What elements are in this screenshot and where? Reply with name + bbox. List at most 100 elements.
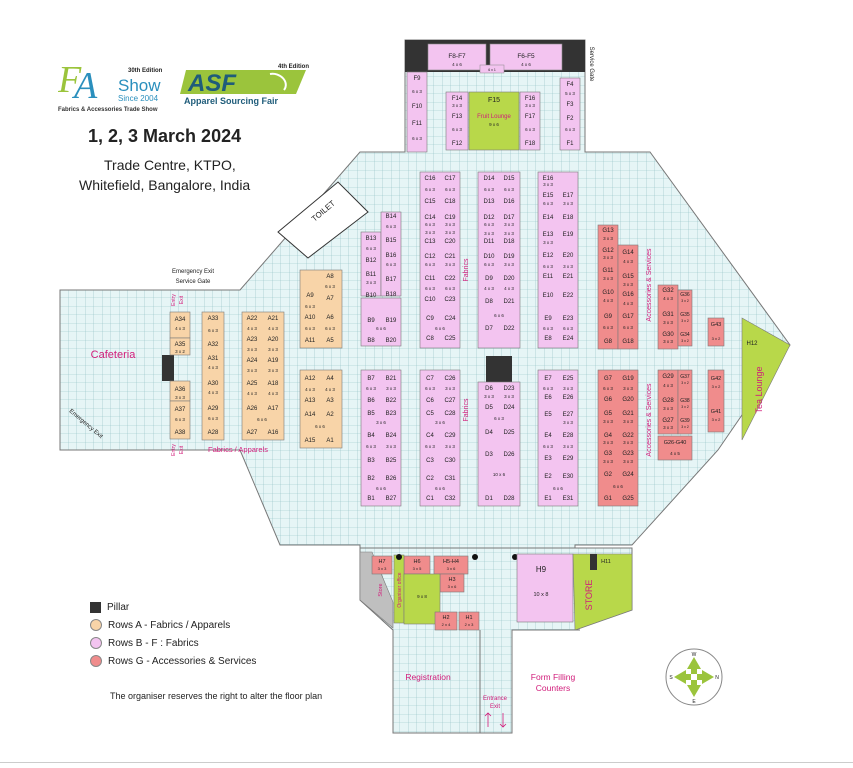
stall-a5-a11[interactable]: [299, 269, 343, 349]
stall-d1-d28[interactable]: [477, 381, 521, 507]
stall-g26-g40[interactable]: [657, 435, 693, 461]
stall-a1-a15[interactable]: [299, 369, 343, 449]
stall-label: 3 x 3: [603, 440, 613, 445]
stall-h2[interactable]: [434, 611, 458, 631]
stall-label: 3 x 3: [525, 103, 535, 108]
stall-label: F16: [525, 96, 536, 102]
stall-label: C13: [424, 239, 436, 245]
stall-label: C8: [426, 336, 434, 342]
stall-label: B11: [366, 272, 377, 278]
stall-label: A15: [305, 438, 316, 444]
stall-label: 3 x 3: [543, 182, 553, 187]
organiser-office-room[interactable]: [403, 573, 441, 625]
stall-label: D11: [484, 239, 495, 245]
stall-label: D16: [503, 199, 515, 205]
entrance-label: Entrance: [483, 696, 508, 702]
stall-label: 3 x 3: [623, 440, 633, 445]
stall-label: F15: [488, 97, 500, 104]
stall-label: 4 x 3: [663, 296, 673, 301]
stall-h7[interactable]: [371, 555, 393, 575]
fruit-lounge-f15[interactable]: [468, 91, 520, 151]
stall-label: E22: [563, 293, 574, 299]
stall-h9[interactable]: [516, 553, 574, 623]
stall-a16-a27[interactable]: [241, 311, 285, 441]
stall-label: E20: [563, 253, 574, 259]
stall-label: G27: [662, 418, 674, 424]
stall-label: 6 x 6: [613, 484, 623, 489]
stall-label: G20: [622, 397, 634, 403]
stall-h1[interactable]: [458, 611, 480, 631]
accessories-services-label-1: Accessories & Services: [646, 248, 653, 322]
stall-label: 4 x 3: [484, 286, 494, 291]
stall-label: 6 x 3: [445, 187, 455, 192]
stall-label: C16: [424, 176, 436, 182]
stall-label: 4 x 3: [325, 387, 335, 392]
stall-label: A28: [208, 430, 219, 436]
pillar: [396, 554, 402, 560]
stall-g8-g13[interactable]: [597, 224, 619, 350]
stall-label: 3 x 3: [603, 459, 613, 464]
stall-block-f9-f11[interactable]: [406, 71, 428, 153]
stall-label: A6: [326, 315, 334, 321]
stall-label: G19: [622, 376, 634, 382]
stall-label: B12: [366, 258, 377, 264]
compass-s: S: [669, 675, 673, 681]
stall-label: 6 x 3: [543, 264, 553, 269]
stall-label: 6 x 3: [425, 286, 435, 291]
fabrics-label-1: Fabrics: [463, 258, 470, 281]
tea-lounge-h12[interactable]: [741, 317, 791, 441]
stall-id: H11: [601, 559, 611, 565]
toilet-area: [277, 181, 369, 259]
stall-label: 6 x 3: [543, 444, 553, 449]
stall-label: G42: [711, 376, 721, 382]
stall-g41-g42[interactable]: [707, 369, 725, 433]
stall-e8-e24[interactable]: [537, 171, 579, 349]
stall-label: A32: [208, 342, 219, 348]
stall-label: D28: [503, 496, 515, 502]
svg-text:F: F: [58, 59, 82, 101]
stall-label: 3 x 3: [175, 395, 185, 400]
stall-label: C32: [444, 496, 456, 502]
stall-label: G3: [604, 451, 613, 457]
stall-c1-c32[interactable]: [419, 369, 461, 507]
stall-g33-g36[interactable]: [677, 289, 693, 347]
stall-label: 3 x 6: [447, 566, 456, 571]
stall-label: 4 x 3: [268, 326, 278, 331]
stall-label: 4 x 3: [623, 259, 633, 264]
stall-a35[interactable]: [169, 337, 191, 356]
stall-block-f16-f18[interactable]: [519, 91, 541, 151]
stall-label: G28: [662, 398, 674, 404]
stall-label: 3 x 3: [663, 339, 673, 344]
stall-g14-g18[interactable]: [617, 244, 639, 350]
stall-b14-b18[interactable]: [380, 211, 402, 297]
stall-c1-c25[interactable]: [419, 171, 461, 349]
stall-g1-g25[interactable]: [597, 369, 639, 507]
stall-label: G2: [604, 472, 613, 478]
stall-label: A37: [175, 407, 186, 413]
stall-g37-g39[interactable]: [677, 369, 693, 435]
stall-label: 6 x 6: [376, 326, 386, 331]
stall-a37-a38[interactable]: [169, 400, 191, 440]
stall-a28-a33[interactable]: [201, 311, 225, 441]
exit-label: Exit: [179, 295, 185, 304]
stall-block-f12-f14[interactable]: [445, 91, 469, 151]
stall-b8-b20[interactable]: [360, 297, 402, 347]
stall-label: E4: [544, 433, 552, 439]
stall-label: 6 x 3: [366, 246, 376, 251]
stall-label: 6 x 3: [603, 325, 613, 330]
stall-label: 6 x 3: [543, 386, 553, 391]
stall-d7-d22[interactable]: [477, 171, 521, 349]
stall-label: 3 x 2: [681, 319, 689, 323]
stall-label: 3 x 3: [378, 566, 387, 571]
stall-label: G35: [680, 312, 690, 318]
stall-label: E25: [563, 376, 574, 382]
stall-label: 6 x 3: [543, 201, 553, 206]
stall-block-f1-f4[interactable]: [559, 77, 581, 151]
stall-id: H12: [746, 341, 758, 347]
stall-g43[interactable]: [707, 317, 725, 347]
stall-a34[interactable]: [169, 311, 191, 339]
store-big: [572, 553, 633, 631]
stall-b1-b27[interactable]: [360, 369, 402, 507]
stall-label: F18: [525, 141, 536, 147]
stall-e1-e31[interactable]: [537, 369, 579, 507]
